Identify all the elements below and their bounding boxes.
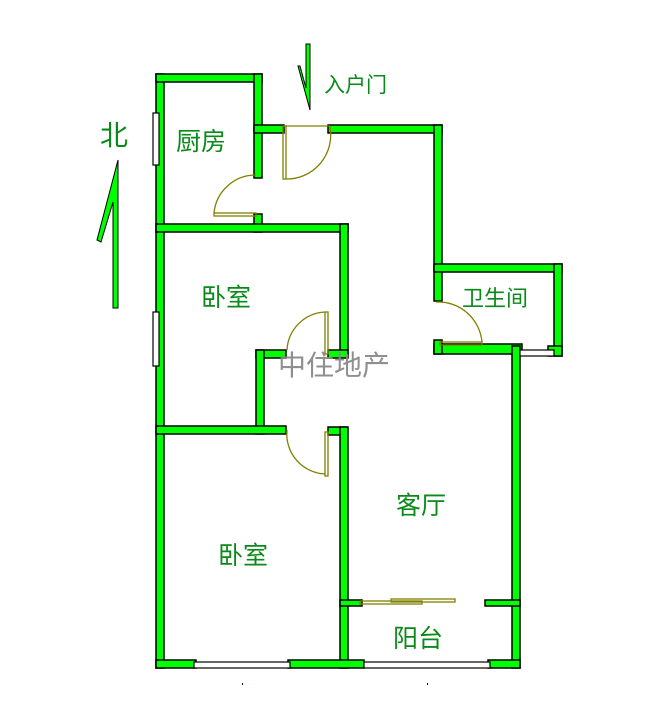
window-bedroom2: [193, 661, 291, 669]
compass-north-label: 北: [100, 119, 129, 152]
dot-marker: [242, 683, 243, 685]
entry-arrow-icon: [297, 43, 311, 111]
wall-top-right: [327, 124, 443, 134]
wall-right-upper: [433, 124, 443, 302]
wall-bathroom-left-lower: [433, 339, 443, 355]
wall-bathroom-top: [433, 263, 563, 273]
bathroom-door: [435, 301, 483, 346]
wall-bottom-mid: [287, 659, 365, 669]
wall-balcony-top-right: [484, 599, 521, 607]
wall-bottom-right: [487, 659, 521, 669]
room-label-kitchen: 厨房: [176, 127, 227, 156]
wall-right-outer: [511, 345, 521, 669]
wall-kitchen-bedroom: [155, 223, 349, 233]
entry-door-label: 入户门: [324, 73, 387, 97]
window-bedroom1: [152, 311, 160, 367]
dot-marker: [427, 683, 428, 685]
north-arrow-icon: [96, 159, 119, 309]
wall-balcony-top-left: [339, 599, 363, 607]
wall-corridor-left: [255, 349, 265, 435]
room-label-balcony: 阳台: [393, 624, 444, 653]
room-label-living-room: 客厅: [396, 491, 447, 520]
balcony-sliding-door: [359, 598, 456, 605]
room-label-bedroom-2: 卧室: [218, 541, 269, 570]
room-label-bathroom: 卫生间: [462, 287, 529, 312]
watermark-text: 中住地产: [278, 349, 391, 382]
window-balcony: [363, 661, 491, 669]
wall-kitchen-top: [155, 73, 263, 83]
wall-entry-left-stub: [253, 124, 285, 134]
wall-bottom-left: [155, 659, 197, 669]
room-label-bedroom-1: 卧室: [201, 283, 252, 312]
wall-bedroom1-right: [339, 223, 349, 355]
entry-door: [282, 125, 332, 180]
bedroom1-door: [286, 311, 329, 355]
wall-bedroom-divider: [155, 425, 287, 435]
window-bathroom: [519, 349, 555, 357]
window-kitchen: [152, 112, 160, 166]
kitchen-door: [213, 174, 257, 217]
wall-bedroom2-right: [339, 426, 349, 669]
bedroom2-door: [286, 429, 329, 477]
wall-bathroom-right: [553, 263, 563, 357]
